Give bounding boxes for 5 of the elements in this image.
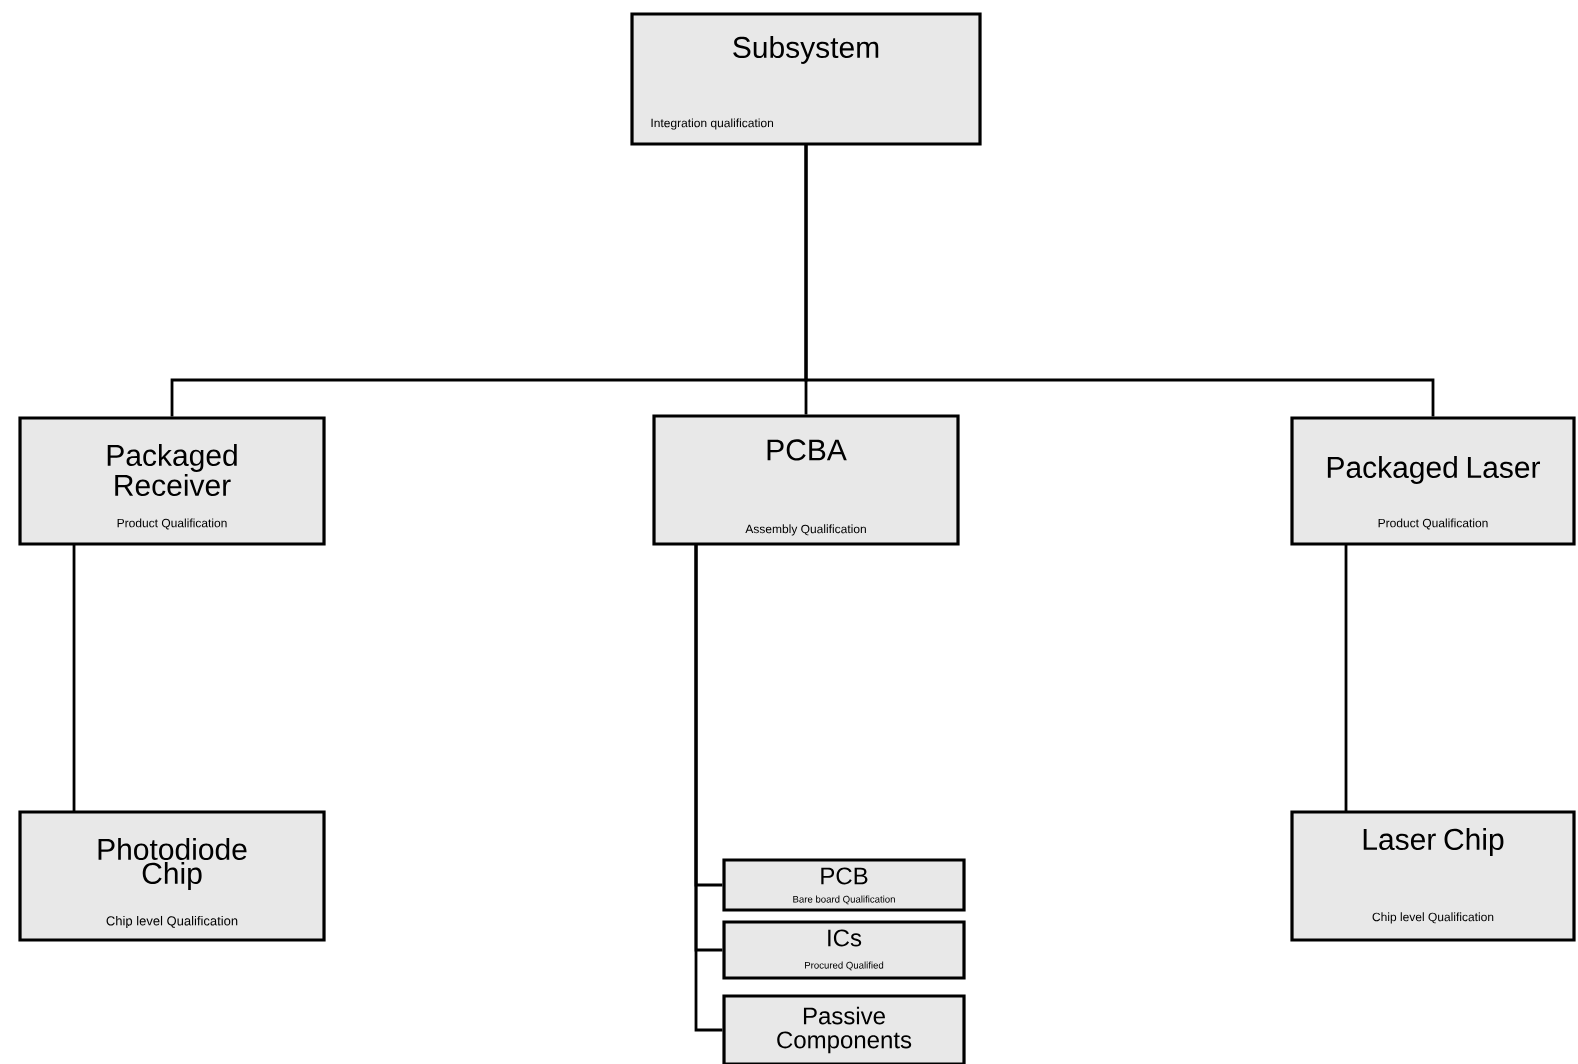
connector-line — [72, 544, 76, 812]
connector-line — [1344, 544, 1348, 812]
connector-line — [694, 544, 723, 1032]
process-box: Passive Components — [722, 994, 966, 1064]
connector-line — [804, 144, 1435, 417]
